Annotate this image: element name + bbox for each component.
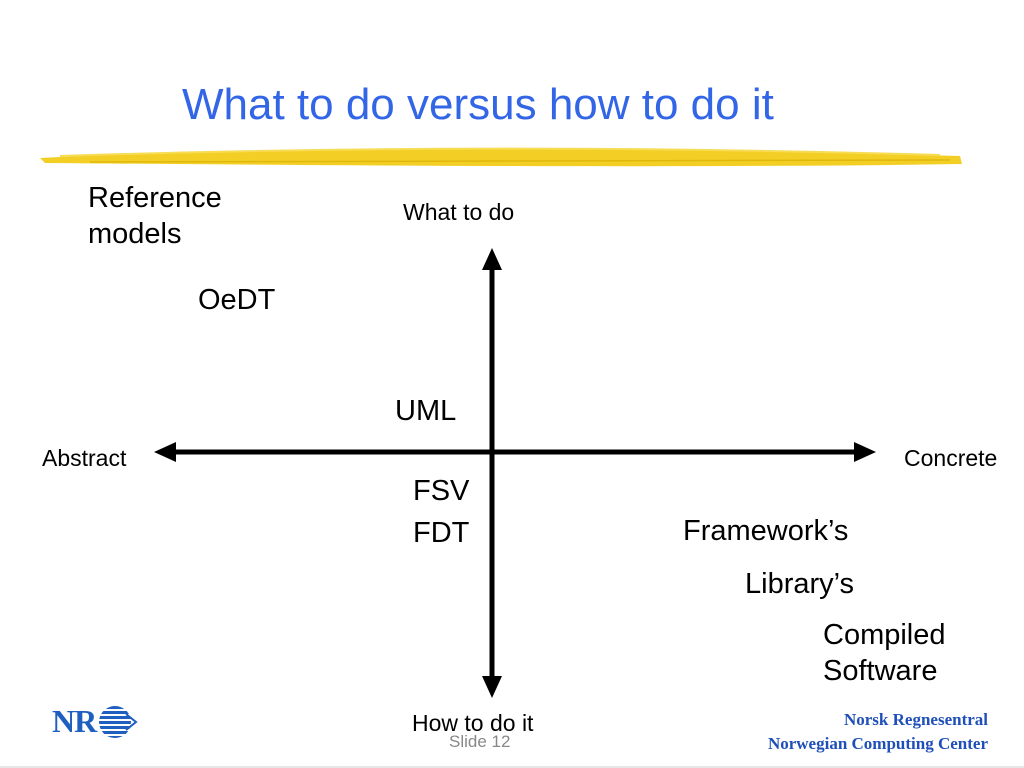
item-libraries: Library’s (745, 568, 855, 600)
item-frameworks: Framework’s (683, 515, 849, 547)
slide-title: What to do versus how to do it (182, 80, 774, 129)
org-name-english: Norwegian Computing Center (767, 734, 988, 753)
item-fdt: FDT (413, 517, 470, 549)
item-oedt: OeDT (198, 284, 276, 316)
slide-number: Slide 12 (449, 732, 511, 751)
organization-name: Norsk Regnesentral Norwegian Computing C… (768, 708, 988, 756)
item-compiled-software: Compiled Software (823, 619, 946, 687)
org-name-norwegian: Norsk Regnesentral (843, 710, 988, 729)
globe-icon (99, 705, 138, 738)
axis-label-left: Abstract (42, 445, 127, 471)
logo-text: NR (52, 703, 97, 739)
axis-label-bottom: How to do it (412, 710, 534, 736)
arrow-left (154, 442, 176, 462)
highlighter-underline (40, 147, 962, 167)
nr-logo: NR (52, 703, 138, 740)
axis-label-top: What to do (403, 199, 515, 225)
item-reference-models: Reference models (88, 182, 222, 250)
item-uml: UML (395, 395, 457, 427)
arrow-right (854, 442, 876, 462)
axis-label-right: Concrete (904, 445, 998, 471)
item-fsv: FSV (413, 475, 470, 507)
arrow-up (482, 248, 502, 270)
arrow-down (482, 676, 502, 698)
footer-divider (0, 766, 1024, 768)
